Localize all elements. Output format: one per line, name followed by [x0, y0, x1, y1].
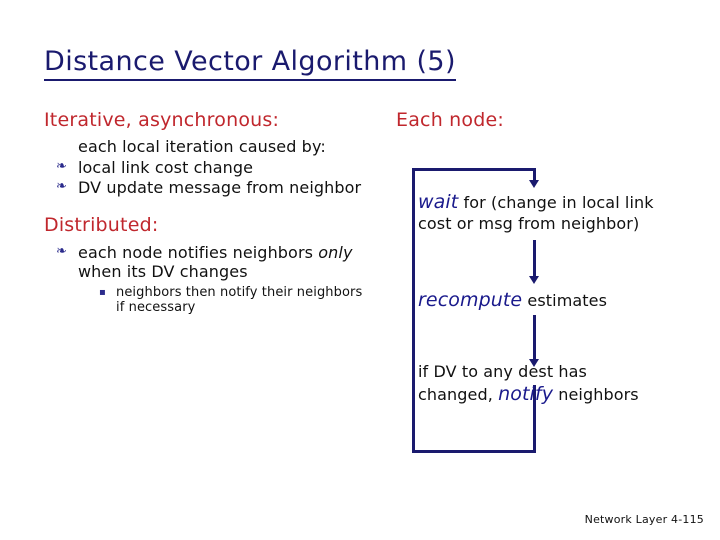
list-item: ❧ each node notifies neighbors only when…	[56, 242, 364, 281]
left-column: Iterative, asynchronous: each local iter…	[44, 109, 364, 317]
flow-step-if-line2-post: neighbors	[553, 385, 639, 405]
flow-step-recompute-rest: estimates	[522, 291, 608, 310]
loop-right-return-line	[533, 385, 536, 453]
flow-keyword-wait: wait	[418, 191, 459, 213]
list-item-text-before: each node notifies neighbors	[78, 242, 319, 262]
list-item-label: DV update message from neighbor	[78, 177, 362, 197]
sub-list-item-label: neighbors then notify their neighbors if…	[116, 284, 363, 316]
list-item-emphasis-only: only	[318, 242, 353, 262]
flow-step-wait: wait for (change in local link cost or m…	[418, 190, 654, 235]
slide-footer: Network Layer 4-115	[584, 513, 704, 526]
flow-step-if-line1: if DV to any dest has	[418, 362, 587, 381]
flow-keyword-notify: notify	[498, 383, 554, 406]
right-column: Each node:	[392, 109, 692, 138]
flow-step-wait-line2: cost or msg from neighbor)	[418, 214, 640, 234]
diamond-bullet-icon: ❧	[56, 158, 67, 174]
flow-diagram: wait for (change in local link cost or m…	[392, 140, 702, 470]
arrow-3-head-icon	[529, 359, 539, 367]
flow-step-if-line2-pre: changed,	[418, 385, 499, 405]
diamond-bullet-icon: ❧	[56, 178, 67, 194]
loop-bottom-horizontal-line	[412, 450, 536, 453]
square-bullet-icon: ▪	[99, 286, 106, 298]
list-item: ❧ local link cost change	[56, 157, 364, 177]
heading-iterative-asynchronous: Iterative, asynchronous:	[44, 109, 280, 131]
page-title: Distance Vector Algorithm (5)	[44, 46, 456, 81]
arrow-1-head-icon	[529, 180, 539, 188]
heading-each-node: Each node:	[396, 109, 504, 131]
list-item: ❧ DV update message from neighbor	[56, 177, 364, 197]
loop-top-horizontal-line	[412, 168, 536, 171]
arrow-2-shaft	[533, 240, 536, 278]
arrow-2-head-icon	[529, 276, 539, 284]
sub-list-item: ▪ neighbors then notify their neighbors …	[99, 284, 364, 316]
flow-keyword-recompute: recompute	[418, 289, 523, 311]
heading-distributed: Distributed:	[44, 213, 159, 236]
intro-line-each-local-iteration: each local iteration caused by:	[78, 136, 326, 156]
diamond-bullet-icon: ❧	[56, 243, 67, 259]
flow-step-recompute: recompute estimates	[418, 288, 607, 312]
flow-step-wait-rest: for (change in local link	[458, 193, 654, 212]
list-item-text-after: when its DV changes	[78, 261, 248, 281]
list-item-label: local link cost change	[78, 157, 254, 177]
arrow-1-shaft	[533, 168, 536, 182]
page-title-text: Distance Vector Algorithm (5)	[44, 46, 456, 81]
loop-left-vertical-line	[412, 168, 415, 453]
arrow-3-shaft	[533, 315, 536, 361]
flow-step-if-dv-changed: if DV to any dest has changed, notify ne…	[418, 362, 639, 407]
